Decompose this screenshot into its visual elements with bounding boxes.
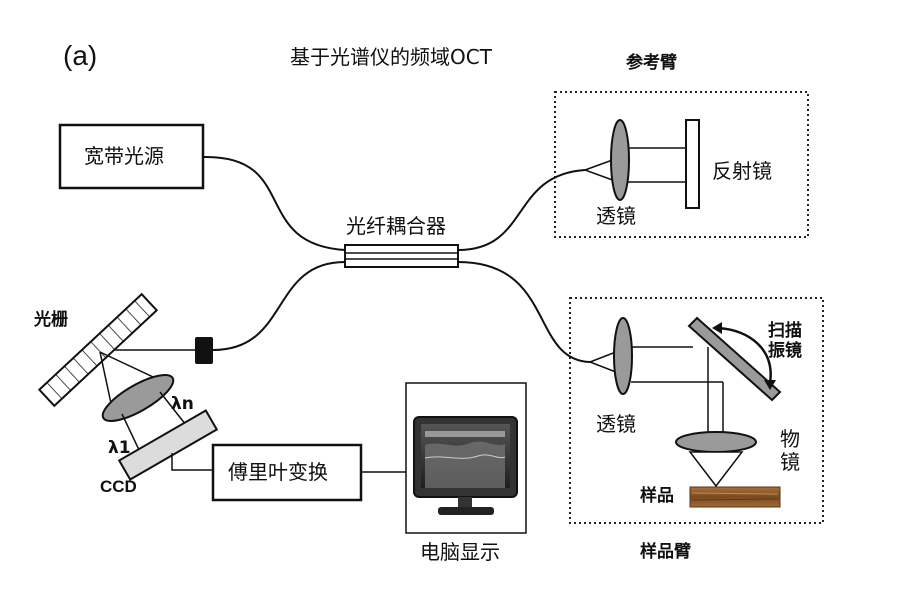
ccd-label: CCD bbox=[100, 477, 137, 496]
scanning-mirror bbox=[687, 316, 782, 402]
spectrometer-lens bbox=[101, 374, 175, 422]
diffraction-grating bbox=[37, 292, 159, 408]
broadband-source-box bbox=[58, 123, 205, 190]
sample-arm-box bbox=[569, 297, 824, 524]
reference-arm-title: 参考臂 bbox=[626, 53, 677, 73]
objective-focus-cone bbox=[688, 451, 744, 488]
sample-label: 样品 bbox=[640, 486, 674, 506]
fiber-coupler-reference bbox=[457, 169, 586, 251]
diagram-title: 基于光谱仪的频域OCT bbox=[290, 45, 492, 69]
sample-lens-label: 透镜 bbox=[596, 412, 636, 436]
monitor-stand bbox=[458, 497, 472, 507]
monitor-base bbox=[438, 507, 494, 515]
objective-label: 物 镜 bbox=[780, 427, 800, 474]
reference-lens-label: 透镜 bbox=[596, 204, 636, 228]
sample-lens bbox=[613, 317, 633, 395]
lambda-n-label: λn bbox=[171, 394, 194, 414]
display-label: 电脑显示 bbox=[420, 540, 500, 564]
broadband-source-label: 宽带光源 bbox=[84, 144, 164, 168]
reference-arm-box bbox=[554, 91, 809, 238]
fiber-coupler-sample bbox=[457, 261, 591, 363]
scanning-mirror-label: 扫描 振镜 bbox=[768, 321, 802, 361]
reference-lens bbox=[610, 119, 630, 201]
grating-label: 光栅 bbox=[34, 310, 68, 330]
ccd-fft-connection bbox=[171, 453, 213, 471]
ccd-sensor bbox=[117, 409, 219, 481]
lambda-1-label: λ1 bbox=[108, 438, 131, 458]
panel-label: (a) bbox=[63, 40, 98, 71]
reference-mirror-label: 反射镜 bbox=[712, 159, 772, 183]
sample-block bbox=[689, 486, 781, 508]
reference-mirror bbox=[685, 119, 700, 209]
fft-label: 傅里叶变换 bbox=[228, 460, 328, 484]
fiber-spectrometer-coupler bbox=[212, 261, 346, 351]
objective-lens bbox=[675, 431, 757, 453]
fiber-coupler-label: 光纤耦合器 bbox=[346, 214, 446, 238]
scan-arrow bbox=[717, 326, 772, 384]
fiber-source-coupler bbox=[202, 155, 346, 251]
fiber-coupler-box bbox=[344, 244, 459, 268]
sample-arm-title: 样品臂 bbox=[640, 542, 691, 562]
fiber-collimator bbox=[195, 337, 213, 364]
